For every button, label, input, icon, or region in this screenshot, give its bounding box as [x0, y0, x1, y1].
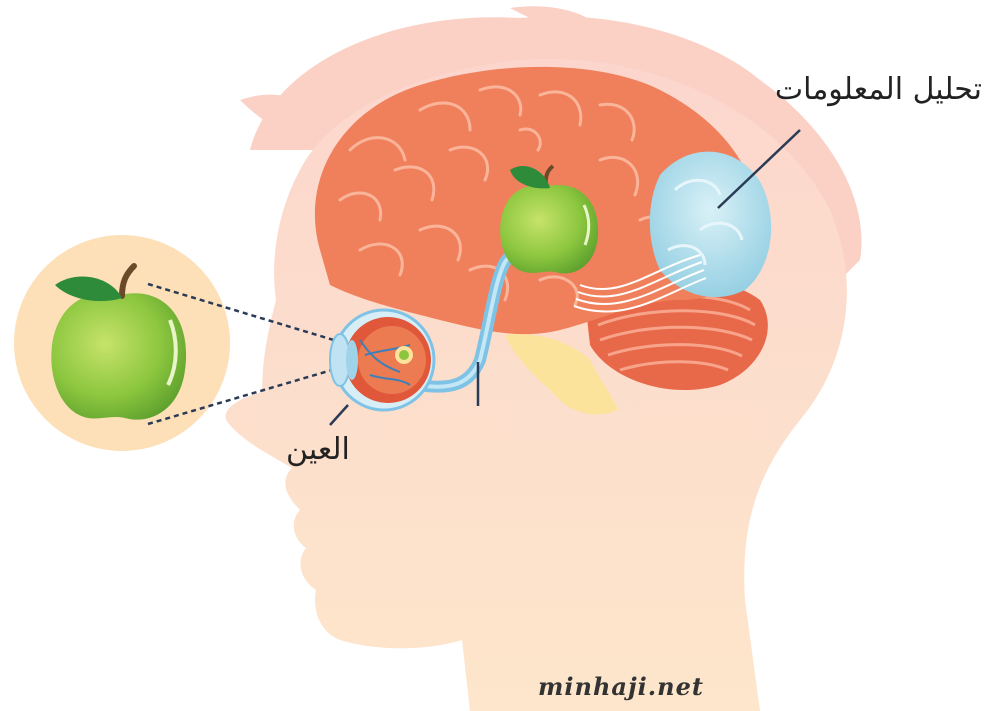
eye-label: العين — [286, 432, 350, 467]
watermark: minhaji.net — [538, 672, 704, 701]
information-analysis-label: تحليل المعلومات — [775, 72, 982, 107]
